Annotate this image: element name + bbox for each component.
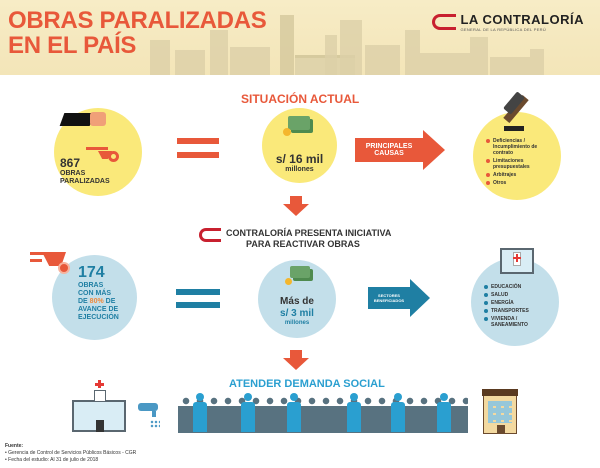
hospital-icon xyxy=(500,248,534,274)
sectors-list: EDUCACIÓN SALUD ENERGÍA TRANSPORTES VIVI… xyxy=(484,284,554,330)
hospital-building-icon xyxy=(72,380,126,432)
cause-item: Otros xyxy=(486,180,556,186)
causes-list: Deficiencias / Incumplimiento de contrat… xyxy=(486,138,556,188)
faucet-icon xyxy=(138,403,158,411)
amount-value: s/ 16 mil xyxy=(275,152,324,166)
obras-paralizadas-count: 867 xyxy=(60,156,81,170)
wheelbarrow-icon-2 xyxy=(30,250,74,278)
school-building-icon xyxy=(482,389,518,434)
sector-item: EDUCACIÓN xyxy=(484,284,554,290)
sectores-arrow: SECTORES BENEFICIADOS xyxy=(368,279,430,317)
amount-unit: millones xyxy=(285,166,314,173)
contraloria-logo-icon xyxy=(432,14,457,30)
down-arrow-1 xyxy=(290,196,302,204)
equals-icon xyxy=(177,138,219,144)
sector-item: SALUD xyxy=(484,292,554,298)
amount-unit-2: millones xyxy=(284,320,310,326)
page-title: OBRAS PARALIZADAS EN EL PAÍS xyxy=(8,7,267,59)
down-arrow-2 xyxy=(290,350,302,358)
money-icon-2 xyxy=(290,266,310,278)
obras-avance-count: 174 xyxy=(78,264,105,281)
contraloria-logo: LA CONTRALORÍA GENERAL DE LA REPÚBLICA D… xyxy=(432,12,584,32)
cause-item: Deficiencias / Incumplimiento de contrat… xyxy=(486,138,556,156)
section-title-situacion: SITUACIÓN ACTUAL xyxy=(241,92,360,106)
wheelbarrow-icon xyxy=(86,145,120,163)
obras-avance-label: OBRAS CON MÁS DE 80% DE AVANCE DE EJECUC… xyxy=(78,282,119,321)
header-banner: OBRAS PARALIZADAS EN EL PAÍS LA CONTRALO… xyxy=(0,0,600,75)
money-icon xyxy=(288,116,310,130)
cause-item: Arbitrajes xyxy=(486,172,556,178)
principales-causas-arrow: PRINCIPALES CAUSAS xyxy=(355,130,445,170)
crowd-people-icon xyxy=(178,393,468,433)
contraloria-swoosh-icon xyxy=(199,228,221,242)
footer-source: Fuente: • Gerencia de Control de Servici… xyxy=(5,443,137,463)
thumbs-down-icon xyxy=(90,112,106,126)
equals-icon-2 xyxy=(176,289,220,295)
amount-value-2: s/ 3 mil xyxy=(280,308,314,319)
iniciativa-title: CONTRALORÍA PRESENTA INICIATIVA PARA REA… xyxy=(226,228,392,249)
amount-pre: Más de xyxy=(280,296,314,307)
sector-item: ENERGÍA xyxy=(484,300,554,306)
social-title: ATENDER DEMANDA SOCIAL xyxy=(229,378,385,390)
cause-item: Limitaciones presupuestales xyxy=(486,158,556,170)
sector-item: TRANSPORTES xyxy=(484,308,554,314)
sector-item: VIVIENDA / SANEAMIENTO xyxy=(484,316,554,328)
obras-paralizadas-label: OBRAS PARALIZADAS xyxy=(60,170,110,185)
